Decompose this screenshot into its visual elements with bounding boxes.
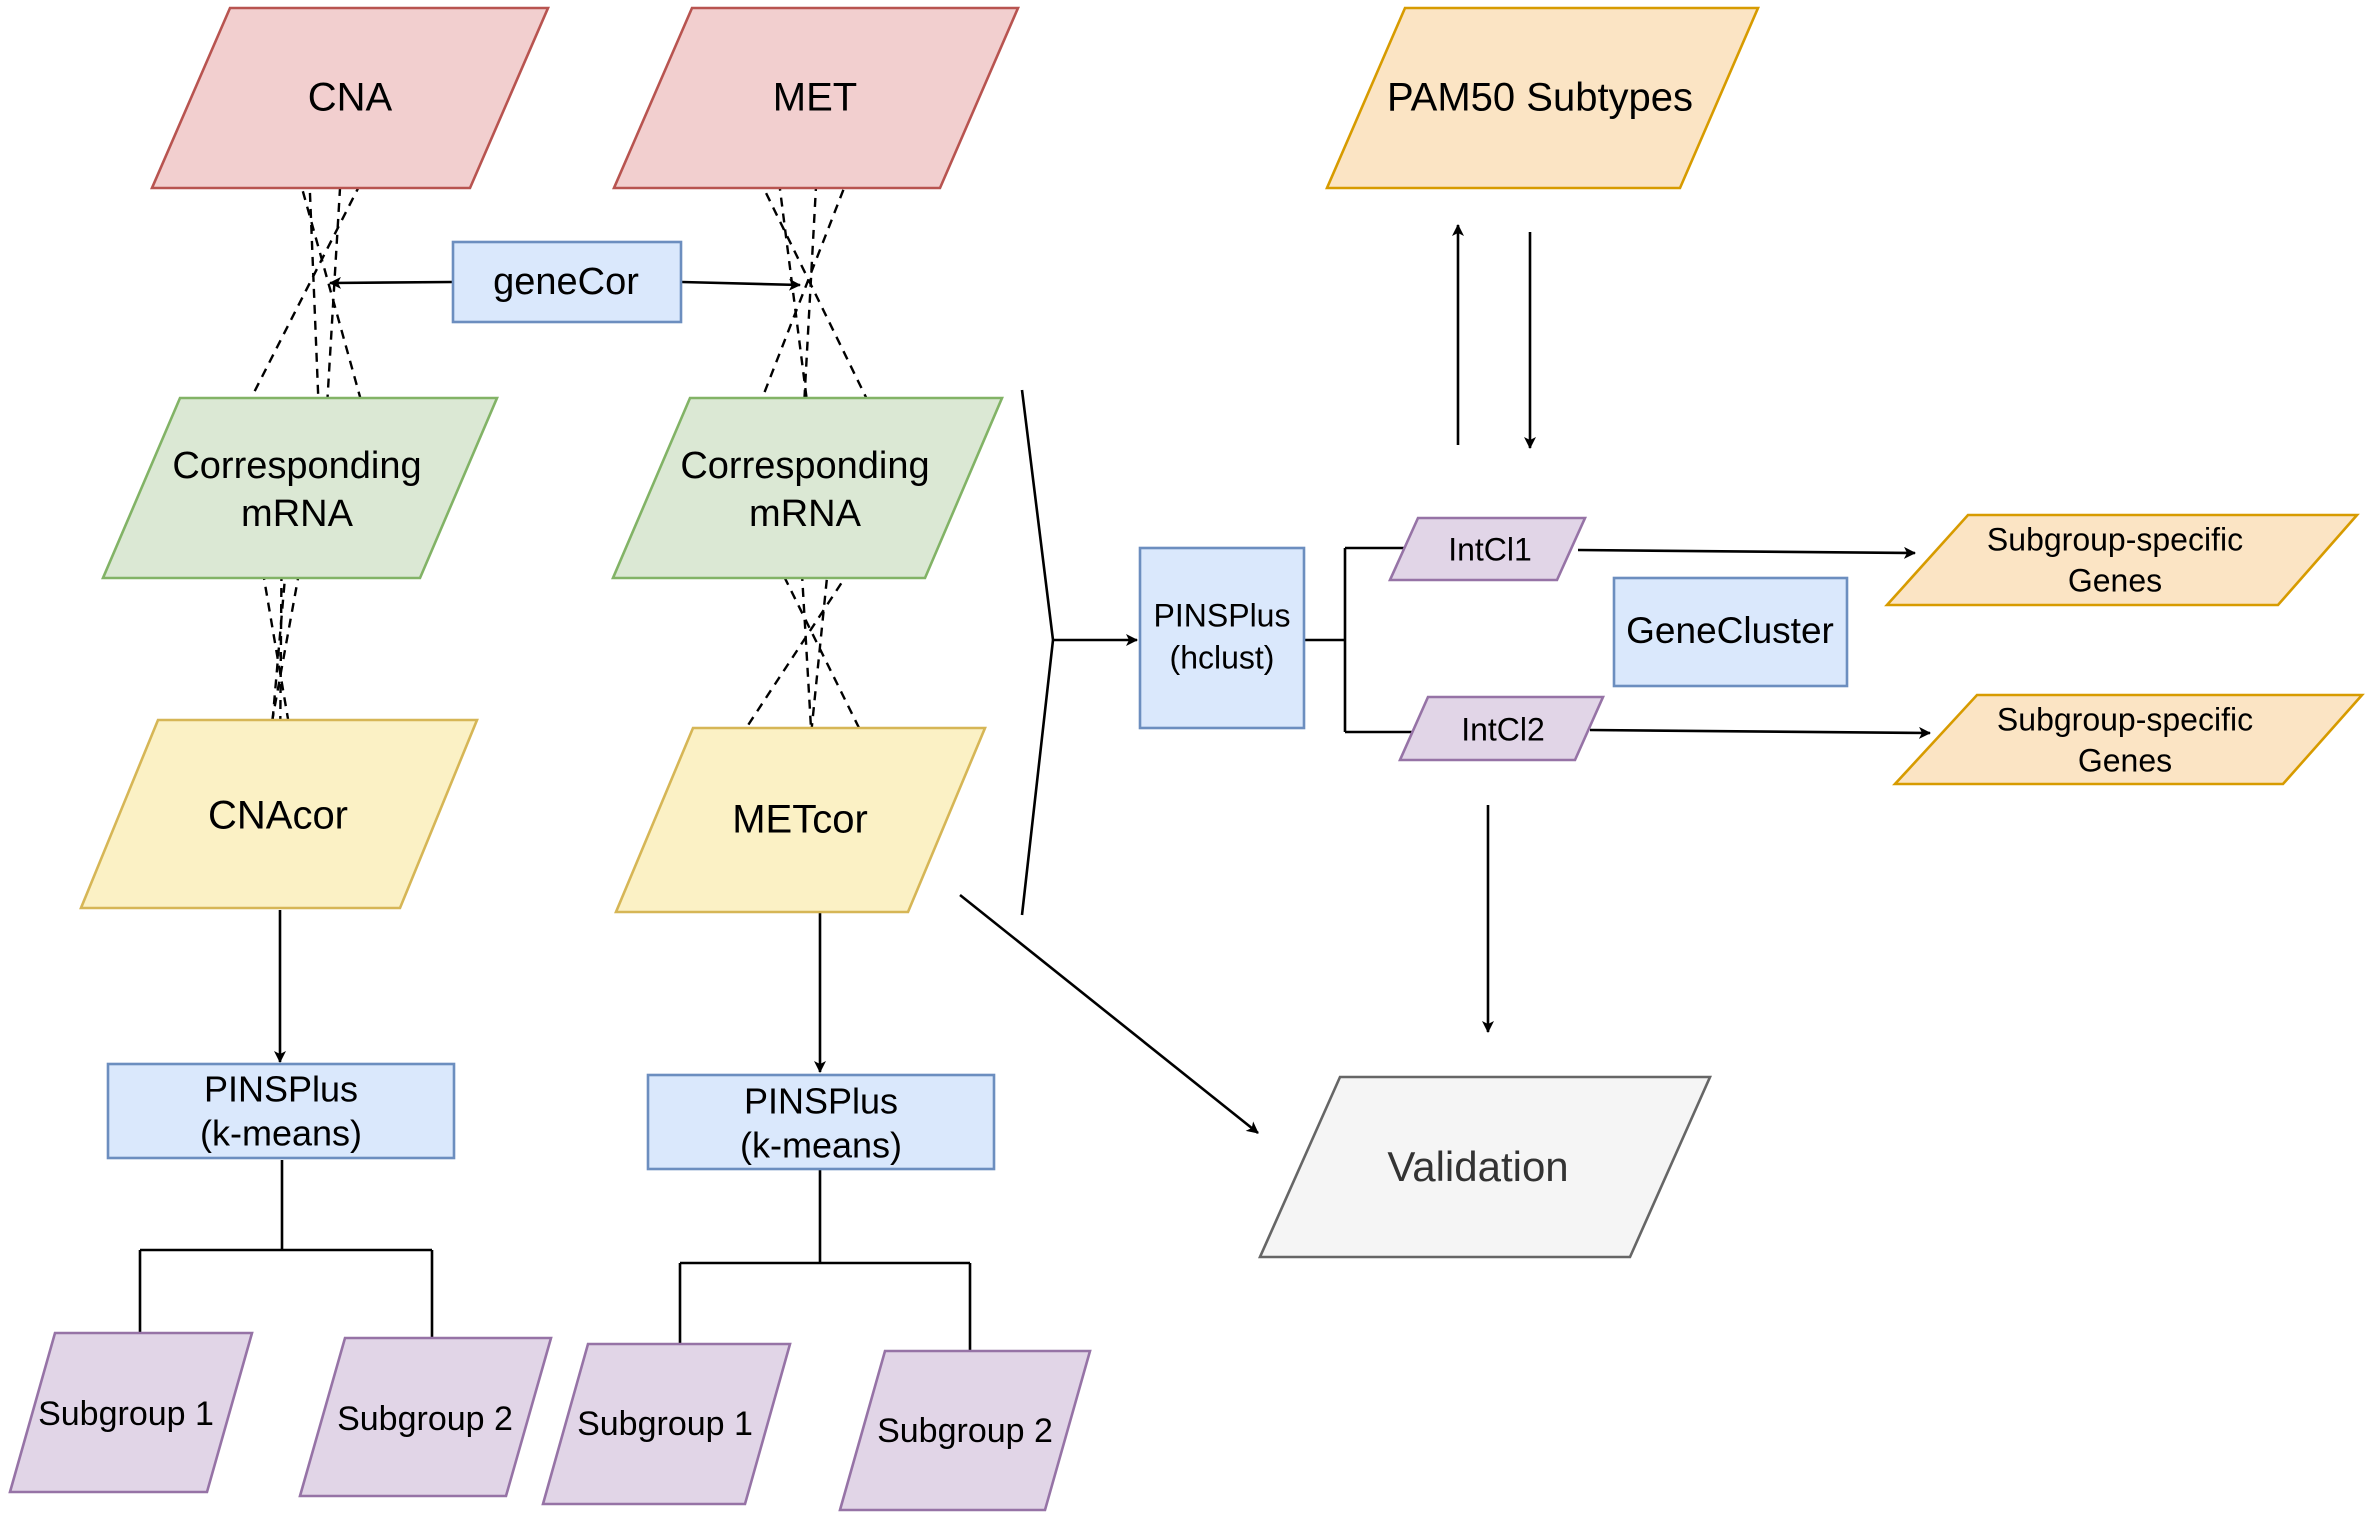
pam50-node: PAM50 Subtypes [1325,6,1760,190]
genecluster-node: GeneCluster [1612,576,1849,688]
intcl2-to-genes-arrow [1589,726,1931,739]
metcor-to-validation-arrow [959,893,1259,1135]
subgroup-genes-2-node: Subgroup-specific Genes [1892,693,2365,786]
hclust-split-tree [1305,546,1418,734]
subgroup2-mid-node: Subgroup 2 [838,1349,1092,1512]
genecor-arrow-right [681,278,801,291]
validation-node: Validation [1257,1075,1713,1259]
met-shape [612,6,1020,190]
subgroup1-left-node: Subgroup 1 [8,1331,254,1494]
left-subgroup-tree [138,1160,434,1338]
cnacor-node: CNAcor [79,718,479,910]
ssg1-shape [1884,513,2360,607]
sub1-left-label: Subgroup 1 [38,1395,214,1433]
ssg1-label-1: Subgroup-specific [1987,521,2243,557]
ssg2-shape [1892,693,2365,786]
pins-hclust-label-1: PINSPlus [1154,597,1291,633]
pins-hclust-node: PINSPlus (hclust) [1138,546,1306,730]
genecor-shape [451,240,683,324]
pins-mid-label-1: PINSPlus [744,1081,898,1122]
met-node: MET [612,6,1020,190]
genecor-label: geneCor [493,261,639,303]
ssg1-label-2: Genes [2068,562,2162,598]
pins-hclust-label-2: (hclust) [1170,639,1275,675]
intcl2-shape [1397,695,1606,762]
sub2-left-label: Subgroup 2 [337,1400,513,1438]
ssg2-label-2: Genes [2078,742,2172,778]
metcor-node: METcor [614,726,987,914]
pam50-shape [1325,6,1760,190]
ssg2-label-1: Subgroup-specific [1997,701,2253,737]
genecluster-shape [1612,576,1849,688]
mrna-left-shape [101,396,499,580]
met-label: MET [773,76,857,120]
pins-mid-label-2: (k-means) [740,1125,902,1166]
mrna-right-label-1: Corresponding [680,445,929,487]
pins-kmeans-mid-node: PINSPlus (k-means) [646,1073,996,1171]
intcl2-label: IntCl2 [1461,711,1545,747]
intcl1-node: IntCl1 [1387,516,1588,582]
sub2-mid-label: Subgroup 2 [877,1412,1053,1450]
mrna-left-label-2: mRNA [241,493,354,535]
intcl1-to-genes-arrow [1577,546,1916,559]
genecor-node: geneCor [451,240,683,324]
pins-kmeans-left-node: PINSPlus (k-means) [106,1062,456,1160]
intcl1-shape [1387,516,1588,582]
mrna-right-shape [611,396,1004,580]
integration-bracket [1020,389,1055,916]
sub1-left-shape [8,1331,254,1494]
cna-mrna-dashed-links [238,144,377,441]
pam50-label: PAM50 Subtypes [1387,76,1693,120]
subgroup1-mid-node: Subgroup 1 [541,1342,792,1506]
sub2-mid-shape [838,1349,1092,1512]
intcl2-node: IntCl2 [1397,695,1606,762]
pins-mid-shape [646,1073,996,1171]
sub2-left-shape [298,1336,553,1498]
pins-hclust-shape [1138,546,1306,730]
mrna-left-node: Corresponding mRNA [101,396,499,580]
intcl1-label: IntCl1 [1448,531,1532,567]
cnacor-shape [79,718,479,910]
sub1-mid-label: Subgroup 1 [577,1405,753,1443]
mid-subgroup-tree [678,1170,972,1350]
cna-shape [150,6,550,190]
mrna-right-label-2: mRNA [749,493,862,535]
cnacor-label: CNAcor [208,794,348,838]
pins-left-label-2: (k-means) [200,1113,362,1154]
metcor-shape [614,726,987,914]
cna-label: CNA [308,76,393,120]
sub1-mid-shape [541,1342,792,1506]
mrna-right-node: Corresponding mRNA [611,396,1004,580]
validation-shape [1257,1075,1713,1259]
validation-label: Validation [1387,1143,1568,1190]
pins-left-shape [106,1062,456,1160]
mrna-left-label-1: Corresponding [172,445,421,487]
subgroup-genes-1-node: Subgroup-specific Genes [1884,513,2360,607]
genecluster-label: GeneCluster [1626,610,1834,651]
metcor-label: METcor [732,798,868,842]
pins-left-label-1: PINSPlus [204,1069,358,1110]
subgroup2-left-node: Subgroup 2 [298,1336,553,1498]
genecor-arrow-left [329,276,453,289]
cna-node: CNA [150,6,550,190]
